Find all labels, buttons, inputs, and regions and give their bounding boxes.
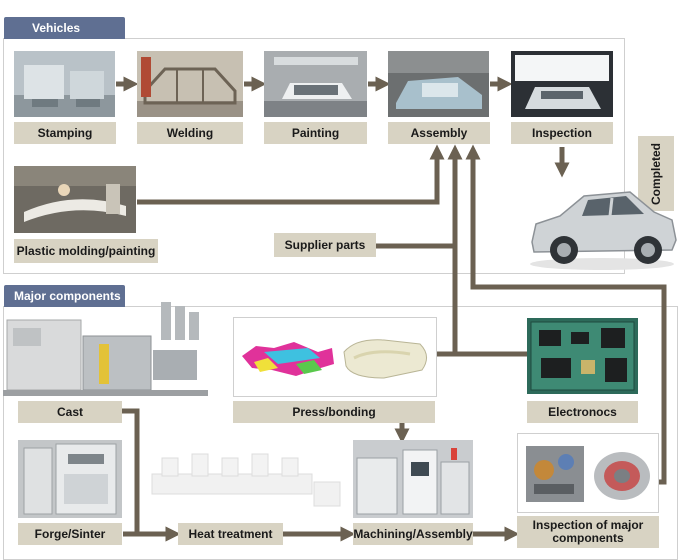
welding-label: Welding xyxy=(137,122,243,144)
arrow-plastic-assembly xyxy=(137,144,445,205)
painting-label: Painting xyxy=(264,122,367,144)
assembly-label: Assembly xyxy=(388,122,490,144)
completed-label: Completed xyxy=(638,136,674,211)
stamping-photo xyxy=(14,51,115,117)
vehicles-tab: Vehicles xyxy=(4,17,125,39)
press-bonding-photo xyxy=(233,317,437,397)
heat-treatment-photo xyxy=(148,438,344,510)
inspection-label: Inspection xyxy=(511,122,613,144)
stamping-label: Stamping xyxy=(14,122,116,144)
cast-label: Cast xyxy=(18,401,122,423)
assembly-photo xyxy=(388,51,489,117)
major-components-tab: Major components xyxy=(4,285,125,307)
electronics-photo xyxy=(527,318,638,394)
electronics-label: Electronocs xyxy=(527,401,638,423)
press-bonding-label: Press/bonding xyxy=(233,401,435,423)
supplier-parts-label: Supplier parts xyxy=(274,233,376,257)
completed-car-photo xyxy=(526,176,679,272)
inspection-photo xyxy=(511,51,613,117)
machining-assembly-photo xyxy=(353,440,473,518)
arrow-supplier-assembly xyxy=(376,144,463,249)
plastic-molding-photo xyxy=(14,166,136,233)
heat-treatment-label: Heat treatment xyxy=(178,523,283,545)
major-inspection-photo xyxy=(517,433,659,513)
welding-photo xyxy=(137,51,243,117)
major-inspection-line2: components xyxy=(552,531,624,545)
painting-photo xyxy=(264,51,367,117)
plastic-molding-label: Plastic molding/painting xyxy=(14,239,158,263)
cast-machine-photo xyxy=(3,296,208,399)
major-inspection-line1: Inspection of major xyxy=(532,518,644,532)
arrow-major-inspection-assembly xyxy=(465,144,667,485)
forge-sinter-photo xyxy=(18,440,122,518)
forge-sinter-label: Forge/Sinter xyxy=(18,523,122,545)
machining-assembly-label: Machining/Assembly xyxy=(353,523,473,545)
major-inspection-label: Inspection of major components xyxy=(517,516,659,548)
